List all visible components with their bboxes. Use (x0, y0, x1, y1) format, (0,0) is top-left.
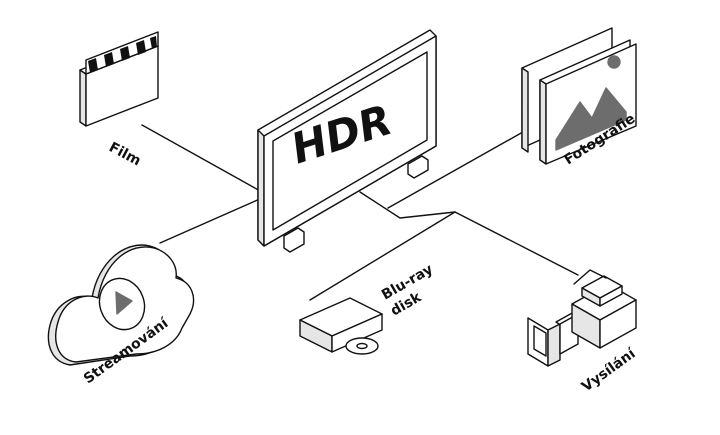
film-label: Film (106, 139, 143, 169)
tv-camera-icon (527, 269, 637, 367)
line-bluray (309, 191, 456, 301)
clapperboard-icon (79, 31, 159, 127)
vysilani-label: Vysílání (579, 345, 640, 395)
line-vysilani (454, 211, 579, 276)
connector-lines (141, 124, 579, 301)
line-film (141, 124, 263, 193)
disc-player-icon (299, 297, 383, 355)
line-streaming (159, 197, 263, 244)
tv-icon (257, 29, 437, 253)
cloud-play-icon (47, 244, 195, 366)
line-fotografie (387, 127, 531, 209)
photo-icon (521, 27, 637, 165)
